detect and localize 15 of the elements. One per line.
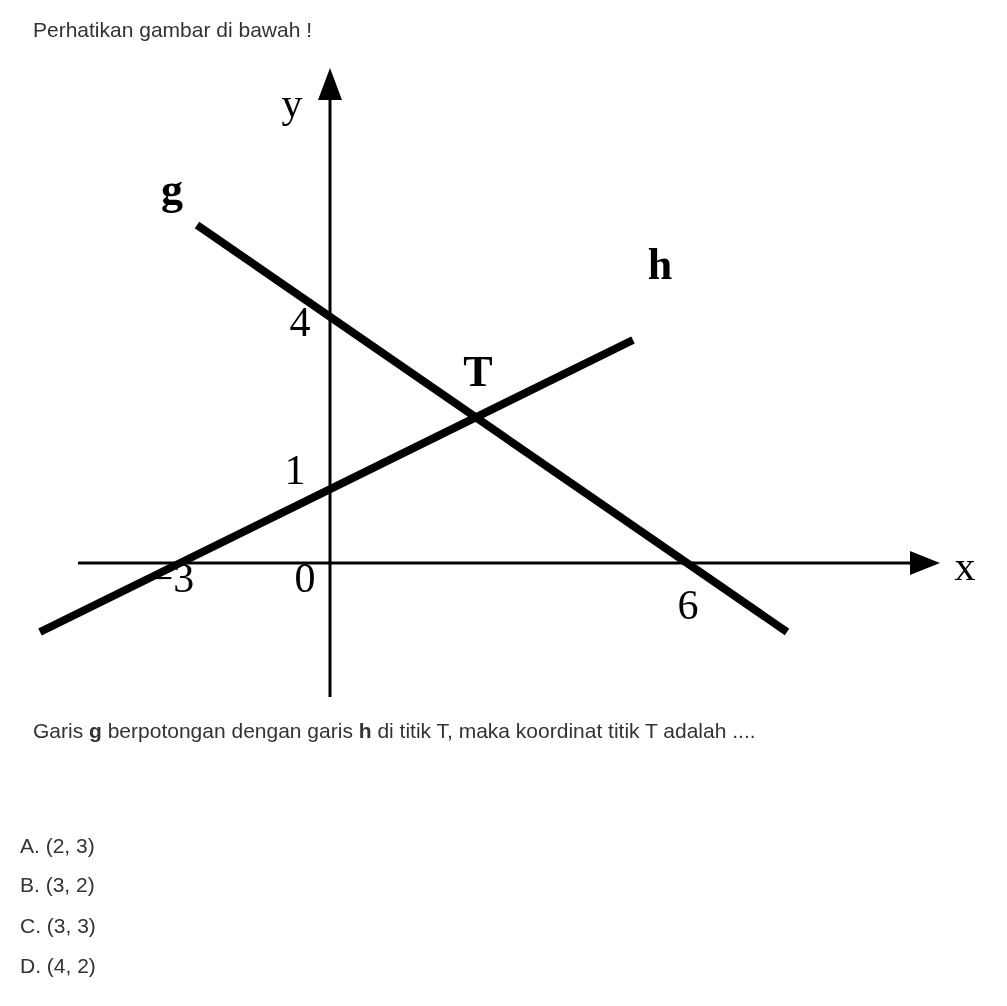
axis-label: h	[647, 243, 673, 287]
answer-option: D. (4, 2)	[20, 955, 96, 976]
axis-label: 6	[677, 584, 699, 626]
answer-option: B. (3, 2)	[20, 874, 95, 895]
axis-label: g	[161, 168, 183, 212]
axis-label: x	[954, 545, 976, 587]
axis-label: 1	[284, 449, 306, 491]
instruction-text: Perhatikan gambar di bawah !	[33, 18, 312, 42]
axis-label: 0	[294, 557, 316, 599]
question-text: Garis g berpotongan dengan garis h di titik T, maka koordinat titik T adalah ....	[33, 718, 757, 744]
answer-option: A. (2, 3)	[20, 835, 95, 856]
axis-label: 4	[289, 301, 311, 343]
axis-label: y	[281, 82, 303, 124]
answer-option: C. (3, 3)	[20, 915, 96, 936]
axis-label: T	[463, 350, 493, 394]
